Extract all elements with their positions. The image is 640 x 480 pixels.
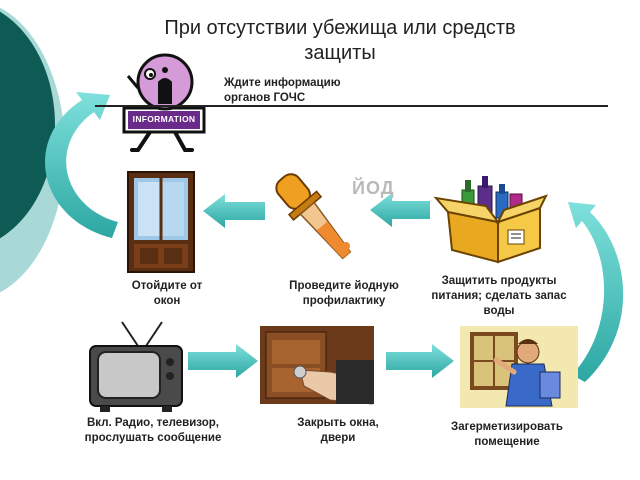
step-tv-label: Вкл. Радио, телевизор, прослушать сообще…: [84, 417, 222, 444]
curved-arrow-left: [45, 92, 118, 238]
arrow-right-1: [188, 344, 258, 378]
step-iodine-label: Проведите йодную профилактику: [289, 280, 399, 307]
info-caption: Ждите информацию органов ГОЧС: [224, 77, 341, 104]
divider-line: [95, 105, 608, 107]
step-close-label: Закрыть окна, двери: [297, 417, 379, 444]
teal-dark-shape: [0, 11, 55, 239]
step-windows-label: Отойдите от окон: [131, 280, 203, 307]
step-seal-label: Загерметизировать помещение: [451, 421, 563, 448]
step-food-label: Защитить продукты питания; сделать запас…: [431, 275, 567, 317]
slide-title: При отсутствии убежища или средств защит…: [164, 17, 516, 64]
information-sign-text: INFORMATION: [132, 114, 196, 124]
arrow-left-1: [203, 194, 265, 228]
curved-arrow-right: [568, 202, 624, 382]
arrow-right-2: [386, 344, 454, 378]
iod-label: ЙОД: [352, 178, 395, 198]
arrow-left-2: [370, 193, 430, 227]
